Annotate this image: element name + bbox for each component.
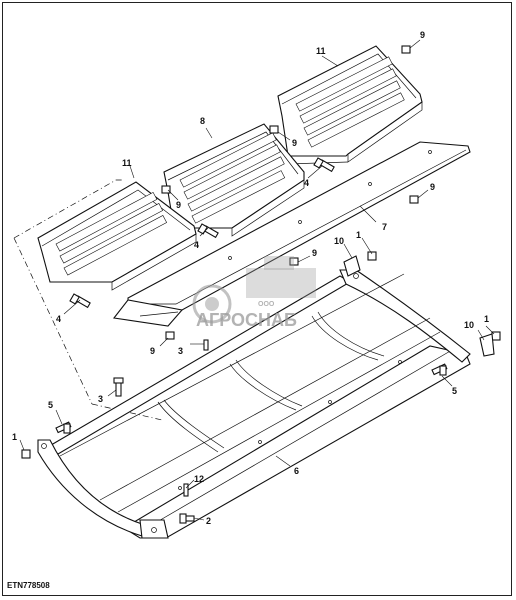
callout-9-right: 9	[430, 182, 435, 192]
nut-9a	[401, 45, 411, 54]
callout-11-left: 11	[122, 158, 132, 168]
nut-9e	[289, 257, 299, 266]
callout-5-left: 5	[48, 400, 53, 410]
nut-1a	[21, 449, 31, 459]
callout-4-left: 4	[56, 314, 61, 324]
leader-lines	[19, 39, 495, 521]
callout-9-left: 9	[176, 200, 181, 210]
callout-8: 8	[200, 116, 205, 126]
callout-1-top: 1	[356, 230, 361, 240]
callout-9-center: 9	[312, 248, 317, 258]
figure-code: ETN778508	[7, 581, 50, 590]
bolt-5a	[55, 421, 72, 434]
nut-9f	[165, 331, 175, 340]
main-frame-6	[37, 269, 471, 539]
callout-1-right: 1	[484, 314, 489, 324]
callout-5-right: 5	[452, 386, 457, 396]
cross-member-7	[112, 141, 471, 327]
callout-9-top: 9	[420, 30, 425, 40]
bolt-3a	[113, 377, 124, 397]
grate-8-middle	[163, 123, 305, 237]
callout-10-right: 10	[464, 320, 474, 330]
watermark-prefix: ООО	[258, 301, 275, 308]
hardware	[21, 45, 501, 524]
bolt-4a	[69, 293, 91, 309]
grate-11-left	[37, 181, 197, 291]
grate-11-top	[277, 45, 423, 165]
callout-9-low: 9	[150, 346, 155, 356]
bolt-4c	[313, 157, 335, 173]
agrosnab-watermark: ООО АГРОСНАБ	[192, 256, 316, 330]
bolt-5b	[431, 363, 448, 376]
bolt-12	[183, 483, 189, 497]
bolt-3b	[203, 339, 209, 351]
callout-3-center: 3	[178, 346, 183, 356]
nut-1b	[367, 251, 377, 261]
callout-4-right: 4	[304, 178, 309, 188]
callout-7: 7	[382, 222, 387, 232]
callout-2: 2	[206, 516, 211, 526]
bolt-2	[179, 513, 195, 524]
diagram-frame	[2, 2, 512, 596]
callout-1-left: 1	[12, 432, 17, 442]
watermark-name: АГРОСНАБ	[196, 310, 297, 330]
callout-4-mid: 4	[194, 240, 199, 250]
callout-6: 6	[294, 466, 299, 476]
nut-9d	[409, 195, 419, 204]
callout-10-top: 10	[334, 236, 344, 246]
callout-11-top: 11	[316, 46, 326, 56]
callout-12: 12	[194, 474, 204, 484]
nut-9c	[161, 185, 171, 194]
callout-3-left: 3	[98, 394, 103, 404]
callout-9-mid: 9	[292, 138, 297, 148]
nut-9b	[269, 125, 279, 134]
callouts: 11 9 8 9 11 9 4 4 4 7 9 9 10 1 9 3 3 5 1…	[12, 30, 489, 526]
